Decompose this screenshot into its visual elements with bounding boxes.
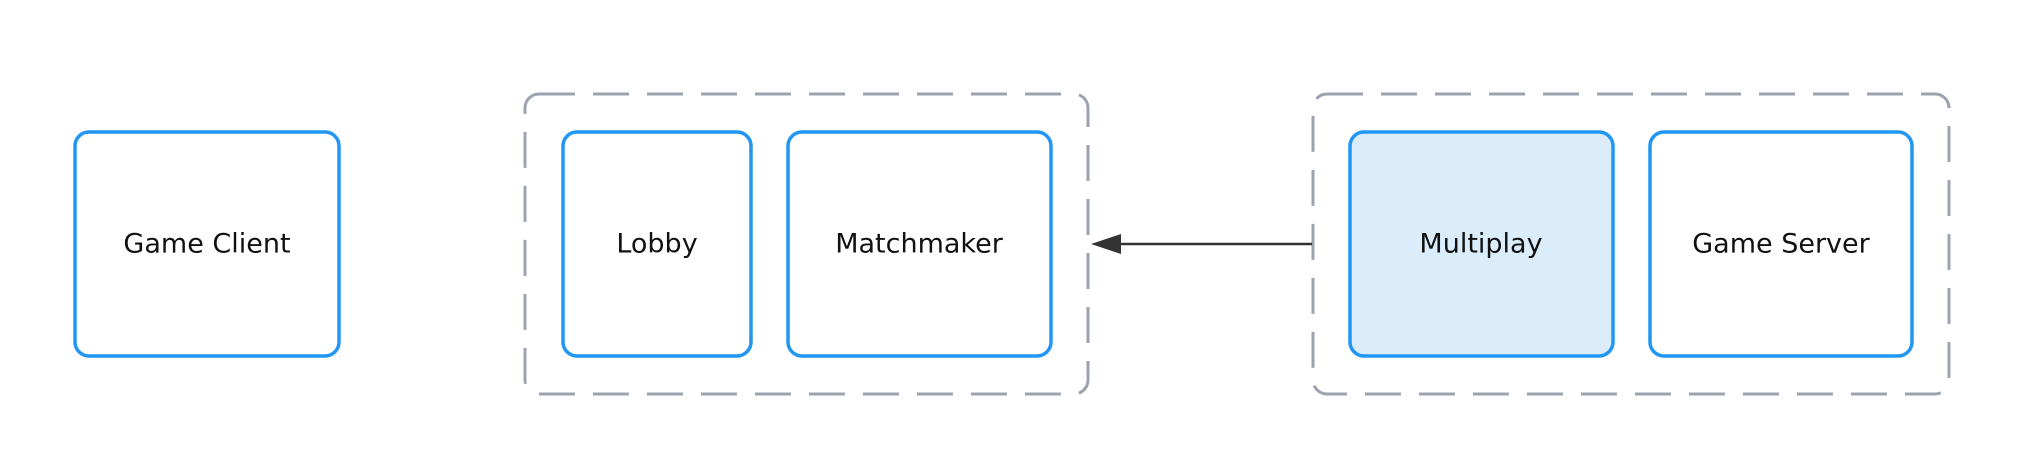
node-label: Matchmaker: [835, 229, 1004, 260]
node-label: Lobby: [616, 229, 697, 260]
group-services: [523, 92, 1090, 396]
node-box[interactable]: [1648, 130, 1914, 358]
group-hosting: [1311, 92, 1951, 396]
node-label: Game Client: [123, 229, 290, 260]
node-label: Game Server: [1692, 229, 1870, 260]
node-box[interactable]: [73, 130, 341, 358]
node-game-server[interactable]: Game Server: [1648, 130, 1914, 358]
node-label: Multiplay: [1419, 229, 1542, 260]
node-box[interactable]: [561, 130, 753, 358]
edge-hosting-to-services: [1091, 234, 1312, 254]
node-game-client[interactable]: Game Client: [73, 130, 341, 358]
node-box[interactable]: [786, 130, 1053, 358]
node-matchmaker[interactable]: Matchmaker: [786, 130, 1053, 358]
arrowhead-icon: [1091, 234, 1121, 254]
node-lobby[interactable]: Lobby: [561, 130, 753, 358]
node-multiplay[interactable]: Multiplay: [1348, 130, 1615, 358]
node-box-highlighted[interactable]: [1348, 130, 1615, 358]
